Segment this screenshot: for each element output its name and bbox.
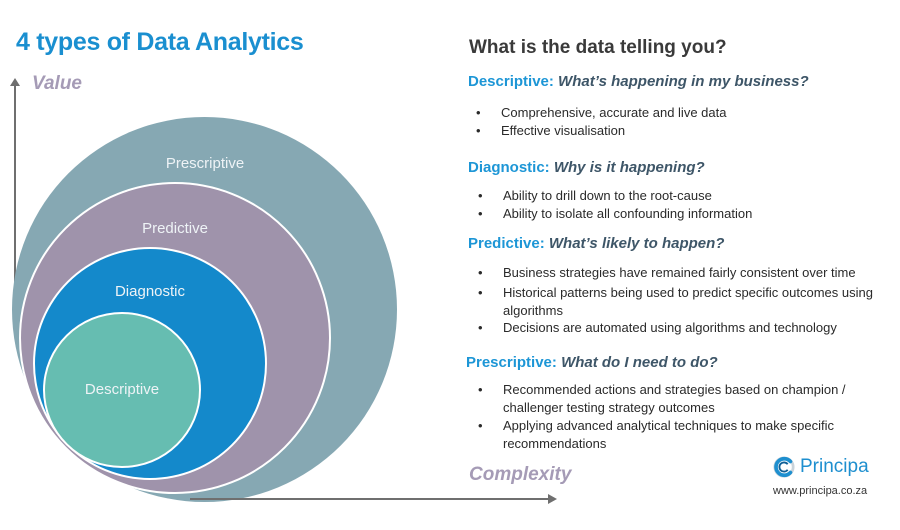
bullet-icon: • xyxy=(478,320,483,335)
section-keyword: Diagnostic: xyxy=(468,159,550,176)
logo-name: Principa xyxy=(800,456,869,477)
website-url[interactable]: www.principa.co.za xyxy=(773,485,868,497)
swirl-logo-icon xyxy=(773,456,795,478)
prescriptive-circle-label: Prescriptive xyxy=(165,155,245,172)
bullet-icon: • xyxy=(478,265,483,280)
bullet-icon: • xyxy=(476,123,481,138)
complexity-axis-line xyxy=(190,498,550,500)
predictive-circle-label: Predictive xyxy=(142,220,208,237)
bullet-icon: • xyxy=(478,382,483,397)
section-keyword: Prescriptive: xyxy=(466,354,557,371)
diagnostic-circle-label: Diagnostic xyxy=(114,283,186,300)
bullet-icon: • xyxy=(476,105,481,120)
section-heading-prescriptive: Prescriptive: What do I need to do? xyxy=(466,354,718,371)
value-axis-arrow-icon xyxy=(10,78,20,86)
principa-logo: Principa xyxy=(773,456,869,478)
descriptive-circle-label: Descriptive xyxy=(84,381,160,398)
bullet-icon: • xyxy=(478,418,483,433)
value-axis-label: Value xyxy=(32,73,82,94)
section-heading-descriptive: Descriptive: What’s happening in my busi… xyxy=(468,73,809,90)
diagram-title: 4 types of Data Analytics xyxy=(16,28,304,56)
section-heading-diagnostic: Diagnostic: Why is it happening? xyxy=(468,159,705,176)
bullet-icon: • xyxy=(478,206,483,221)
complexity-axis-arrow-icon xyxy=(548,494,557,504)
section-question: What’s happening in my business? xyxy=(558,73,809,90)
section-question: Why is it happening? xyxy=(553,159,705,176)
section-question: What’s likely to happen? xyxy=(548,235,725,252)
right-panel-title: What is the data telling you? xyxy=(469,37,727,58)
section-heading-predictive: Predictive: What’s likely to happen? xyxy=(468,235,724,252)
section-keyword: Descriptive: xyxy=(468,73,554,90)
section-question: What do I need to do? xyxy=(561,354,718,371)
bullet-icon: • xyxy=(478,285,483,300)
descriptive-circle xyxy=(43,312,201,468)
value-axis-line xyxy=(14,84,16,304)
section-keyword: Predictive: xyxy=(468,235,545,252)
bullet-icon: • xyxy=(478,188,483,203)
complexity-axis-label: Complexity xyxy=(469,464,572,485)
